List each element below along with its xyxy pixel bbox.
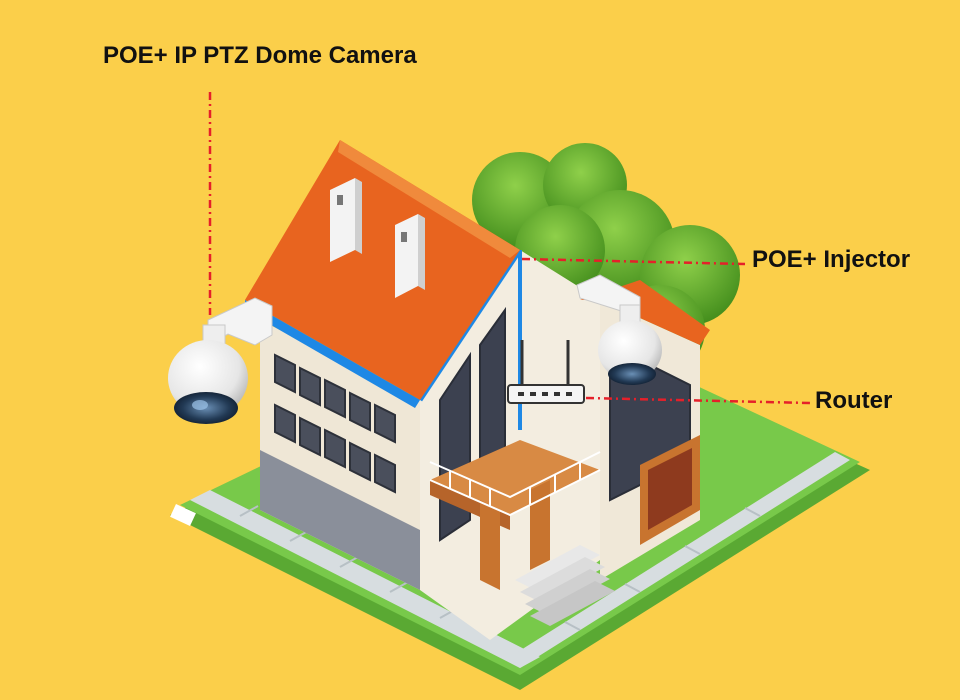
injector-leader-line	[521, 257, 746, 266]
router-label: Router	[815, 387, 893, 414]
ptz-dome-camera-icon	[576, 274, 662, 385]
router-leader-line	[585, 396, 811, 405]
chimney	[330, 178, 425, 298]
leader-lines	[208, 92, 811, 405]
router-icon	[507, 340, 585, 404]
front-steps	[515, 545, 615, 626]
house	[245, 140, 710, 640]
ptz-dome-camera-icon	[168, 297, 273, 424]
injector-label: POE+ Injector	[752, 246, 911, 273]
camera-label: POE+ IP PTZ Dome Camera	[103, 42, 417, 69]
